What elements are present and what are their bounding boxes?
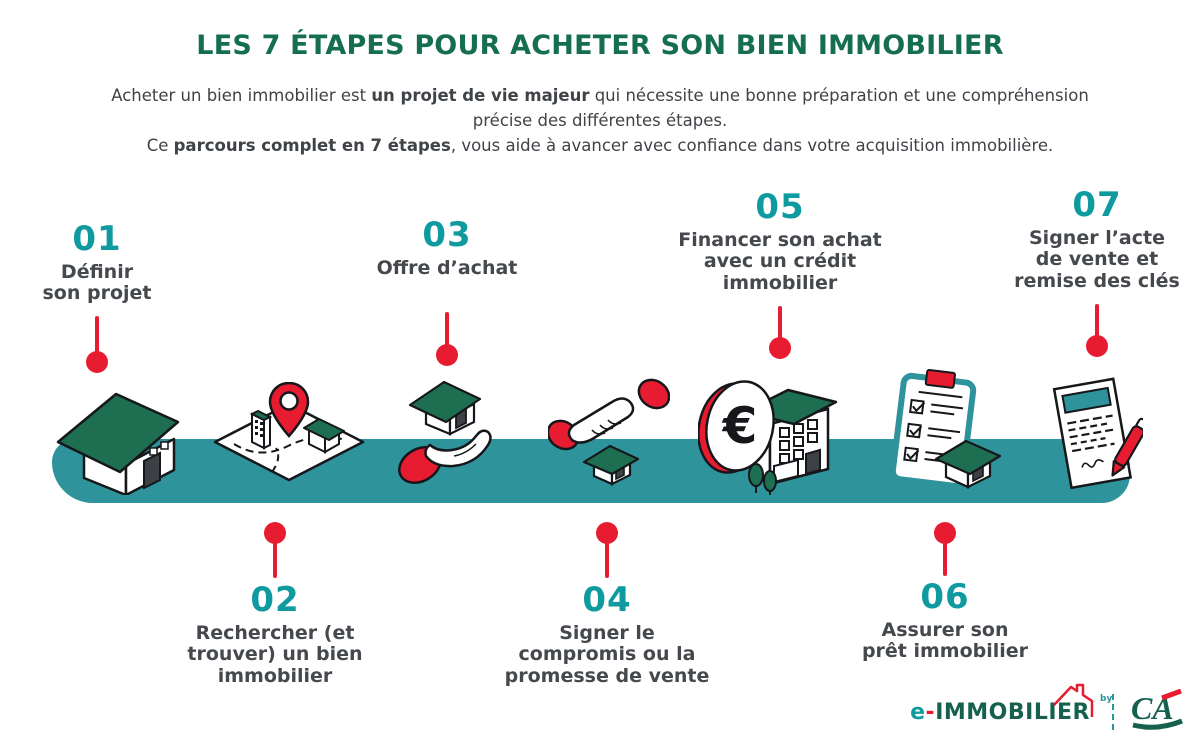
- brand-footer: e-IMMOBILIER by CA: [910, 683, 1184, 735]
- brand-name: IMMOBILIER: [935, 699, 1090, 725]
- connector-line: [273, 540, 277, 578]
- step-number: 03: [422, 215, 472, 255]
- connector-line: [778, 306, 782, 340]
- step-label: Signer le compromis ou la promesse de ve…: [504, 622, 710, 687]
- intro-s1-bold: un projet de vie majeur: [371, 86, 590, 105]
- connector-line: [445, 312, 449, 348]
- connector-dot: [769, 337, 791, 359]
- intro-s1-end: précise des différentes étapes.: [472, 110, 728, 130]
- step-05: 05 Financer son achat avec un crédit imm…: [665, 190, 895, 294]
- step-number: 01: [72, 219, 122, 259]
- step-01: 01 Définir son projet: [0, 222, 197, 305]
- by-divider: by: [1100, 694, 1120, 730]
- step-number: 07: [1072, 185, 1122, 225]
- connector-line: [943, 538, 947, 576]
- hand-offering-house-icon: [396, 372, 506, 485]
- intro-text: Acheter un bien immobilier est un projet…: [65, 84, 1135, 158]
- intro-s2-pre: Ce: [146, 135, 174, 155]
- step-03: 03 Offre d’achat: [337, 218, 557, 279]
- dashed-divider: [1112, 694, 1114, 730]
- intro-s1-mid: qui nécessite une bonne préparation et u…: [589, 86, 1089, 105]
- step-06: 06 Assurer son prêt immobilier: [830, 580, 1060, 663]
- credit-agricole-logo: CA: [1130, 688, 1184, 735]
- brand-e: e: [910, 699, 926, 725]
- ca-red-accent: [1161, 688, 1182, 701]
- step-number: 06: [920, 577, 970, 617]
- step-number: 02: [250, 580, 300, 620]
- contract-pen-icon: [1046, 367, 1143, 495]
- step-label: Signer l’acte de vente et remise des clé…: [1014, 227, 1180, 292]
- step-label: Financer son achat avec un crédit immobi…: [678, 229, 882, 294]
- svg-text:€: €: [722, 397, 758, 455]
- brand-by: by: [1100, 694, 1113, 704]
- page-title: LES 7 ÉTAPES POUR ACHETER SON BIEN IMMOB…: [196, 30, 1004, 61]
- intro-s2-post: , vous aide à avancer avec confiance dan…: [450, 135, 1054, 155]
- step-label: Offre d’achat: [376, 257, 518, 279]
- handshake-icon: [548, 378, 670, 486]
- connector-dot: [1086, 335, 1108, 357]
- step-number: 04: [582, 580, 632, 620]
- step-07: 07 Signer l’acte de vente et remise des …: [997, 188, 1197, 292]
- connector-dot: [264, 522, 286, 544]
- step-number: 05: [755, 187, 805, 227]
- step-label: Rechercher (et trouver) un bien immobili…: [187, 622, 363, 687]
- connector-dot: [596, 522, 618, 544]
- map-location-pin-icon: [212, 382, 367, 487]
- step-02: 02 Rechercher (et trouver) un bien immob…: [160, 583, 390, 687]
- step-04: 04 Signer le compromis ou la promesse de…: [487, 583, 727, 687]
- step-label: Assurer son prêt immobilier: [861, 619, 1029, 663]
- ca-underline: [1132, 718, 1183, 730]
- e-immobilier-logo: e-IMMOBILIER: [910, 683, 1094, 725]
- euro-coin-building-icon: €: [698, 362, 840, 495]
- connector-line: [95, 316, 99, 354]
- connector-dot: [934, 522, 956, 544]
- house-roof-icon: [1053, 683, 1094, 717]
- intro-s2-bold: parcours complet en 7 étapes: [173, 135, 451, 155]
- connector-line: [1095, 304, 1099, 338]
- connector-line: [605, 540, 609, 578]
- connector-dot: [436, 344, 458, 366]
- intro-s1-pre: Acheter un bien immobilier est: [111, 86, 372, 105]
- connector-dot: [86, 351, 108, 373]
- step-label: Définir son projet: [42, 261, 152, 305]
- checklist-house-icon: [874, 367, 1006, 495]
- house-icon: [50, 382, 200, 495]
- brand-hyphen: -: [925, 699, 936, 725]
